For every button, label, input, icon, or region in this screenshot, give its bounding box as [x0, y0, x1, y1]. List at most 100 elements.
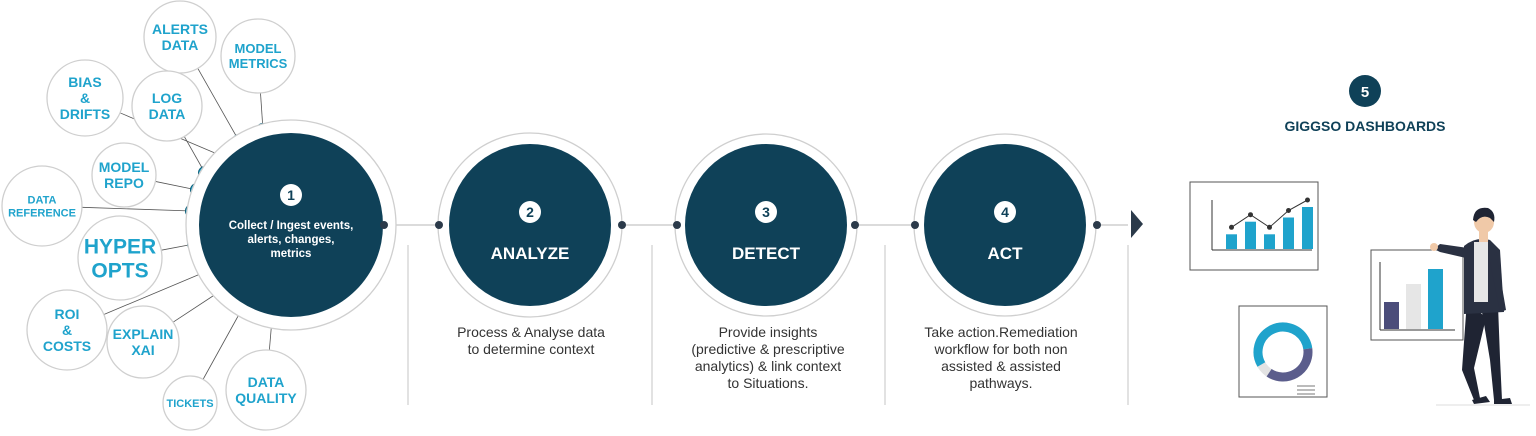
step-4-number-badge: [994, 201, 1016, 223]
roi-costs-bubble: [26, 289, 108, 371]
donut-segment-1: [1253, 322, 1313, 382]
step-1-circle: [199, 133, 383, 317]
step-2-number: 2: [526, 204, 534, 220]
data-reference-connector: [81, 206, 193, 212]
step-4-title: ACT: [988, 244, 1024, 263]
chart-1-bar: [1283, 217, 1294, 249]
hyper-opts-label: HYPER: [84, 235, 156, 258]
chart-1-point: [1305, 197, 1310, 203]
data-reference-bubble: [1, 165, 83, 247]
step-3-description: Provide insights (predictive & prescript…: [691, 324, 845, 391]
bias-drifts-label: &: [80, 90, 90, 106]
step-5-badge: [1349, 75, 1381, 107]
bias-drifts-bubble: [46, 59, 124, 137]
person-neck: [1479, 228, 1488, 242]
person-shoe-left: [1472, 396, 1490, 404]
step-2-number-badge: [519, 201, 541, 223]
explain-xai-connector: [172, 291, 220, 323]
step-1-number-badge: [280, 184, 302, 206]
roi-costs-label: COSTS: [43, 338, 91, 354]
chart-1-point: [1286, 208, 1291, 213]
chart-3-bar: [1384, 302, 1399, 329]
data-reference-label: REFERENCE: [8, 207, 76, 219]
log-data-label: DATA: [149, 106, 186, 122]
step-3-circle: [685, 144, 847, 306]
person-leg-right: [1480, 300, 1502, 400]
step-3-left-dot: [673, 221, 681, 229]
step-3-number: 3: [762, 204, 770, 220]
data-reference-label: DATA: [28, 195, 57, 207]
step-2-title: ANALYZE: [491, 244, 570, 263]
hyper-opts-bubble: [77, 215, 163, 301]
roi-costs-label: &: [62, 322, 72, 338]
step-1-title: metrics: [271, 248, 312, 260]
roi-costs-connector: [103, 271, 206, 315]
hyper-opts-label: OPTS: [91, 260, 148, 283]
model-metrics-label: METRICS: [229, 56, 288, 71]
explain-xai-label: XAI: [131, 342, 154, 358]
model-repo-label: REPO: [104, 175, 144, 191]
model-metrics-bubble: [220, 18, 296, 94]
alerts-data-connector: [197, 68, 240, 142]
person-hand: [1430, 243, 1438, 251]
roi-costs-label: ROI: [55, 306, 80, 322]
person-figure: [1430, 207, 1512, 404]
data-quality-bubble: [225, 349, 307, 431]
tickets-label: TICKETS: [166, 398, 213, 410]
step-3-number-badge: [755, 201, 777, 223]
step-3-right-dot: [851, 221, 859, 229]
chart-1-point: [1248, 212, 1253, 218]
chart-1-point: [1267, 224, 1272, 230]
model-repo-bubble: [91, 142, 157, 208]
tickets-connector: [202, 308, 243, 380]
model-metrics-label: MODEL: [235, 41, 282, 56]
person-hair: [1473, 207, 1495, 222]
step-5-number: 5: [1361, 84, 1369, 101]
step-1-title: alerts, changes,: [248, 234, 335, 246]
chart-frame-2: [1238, 305, 1328, 398]
chart-1-bar: [1226, 234, 1237, 249]
log-data-label: LOG: [152, 90, 182, 106]
step-4-left-dot: [911, 221, 919, 229]
step-4-description: Take action.Remediation workflow for bot…: [924, 324, 1078, 391]
log-data-bubble: [131, 70, 203, 142]
person-arm: [1434, 244, 1468, 258]
person-shoe-right: [1494, 398, 1512, 404]
explain-xai-bubble: [106, 305, 180, 379]
log-data-connector: [183, 136, 206, 174]
step-4-circle: [924, 144, 1086, 306]
step-3-title: DETECT: [732, 244, 801, 263]
alerts-data-label: DATA: [162, 37, 199, 53]
data-quality-label: QUALITY: [235, 390, 297, 406]
person-shirt: [1474, 242, 1488, 302]
chart-1-bar: [1264, 234, 1275, 249]
data-quality-label: DATA: [248, 374, 285, 390]
step-1-number: 1: [287, 187, 295, 203]
donut-segment-2: [1253, 322, 1313, 382]
step-1-title: Collect / Ingest events,: [229, 220, 354, 232]
alerts-data-label: ALERTS: [152, 21, 208, 37]
chart-1-point: [1229, 224, 1234, 230]
step-4-right-dot: [1093, 221, 1101, 229]
dashboard-illustration: [1189, 181, 1530, 406]
chart-3-bar: [1428, 269, 1443, 329]
dashboards-title: GIGGSO DASHBOARDS: [1284, 118, 1446, 134]
step-2-description: Process & Analyse data to determine cont…: [457, 324, 605, 357]
chart-1-bar: [1245, 221, 1256, 249]
chart-3-bar: [1406, 284, 1421, 329]
model-repo-label: MODEL: [99, 159, 150, 175]
bias-drifts-label: BIAS: [68, 74, 101, 90]
explain-xai-label: EXPLAIN: [113, 326, 174, 342]
step-2-right-dot: [618, 221, 626, 229]
person-arm-right: [1490, 252, 1506, 312]
step-2-left-dot: [435, 221, 443, 229]
person-leg-left: [1462, 300, 1486, 400]
step-2-circle: [449, 144, 611, 306]
model-repo-connector: [155, 181, 198, 191]
arrow-head: [1131, 210, 1143, 238]
step-4-number: 4: [1001, 204, 1009, 220]
step-1-right-dot: [380, 221, 388, 229]
